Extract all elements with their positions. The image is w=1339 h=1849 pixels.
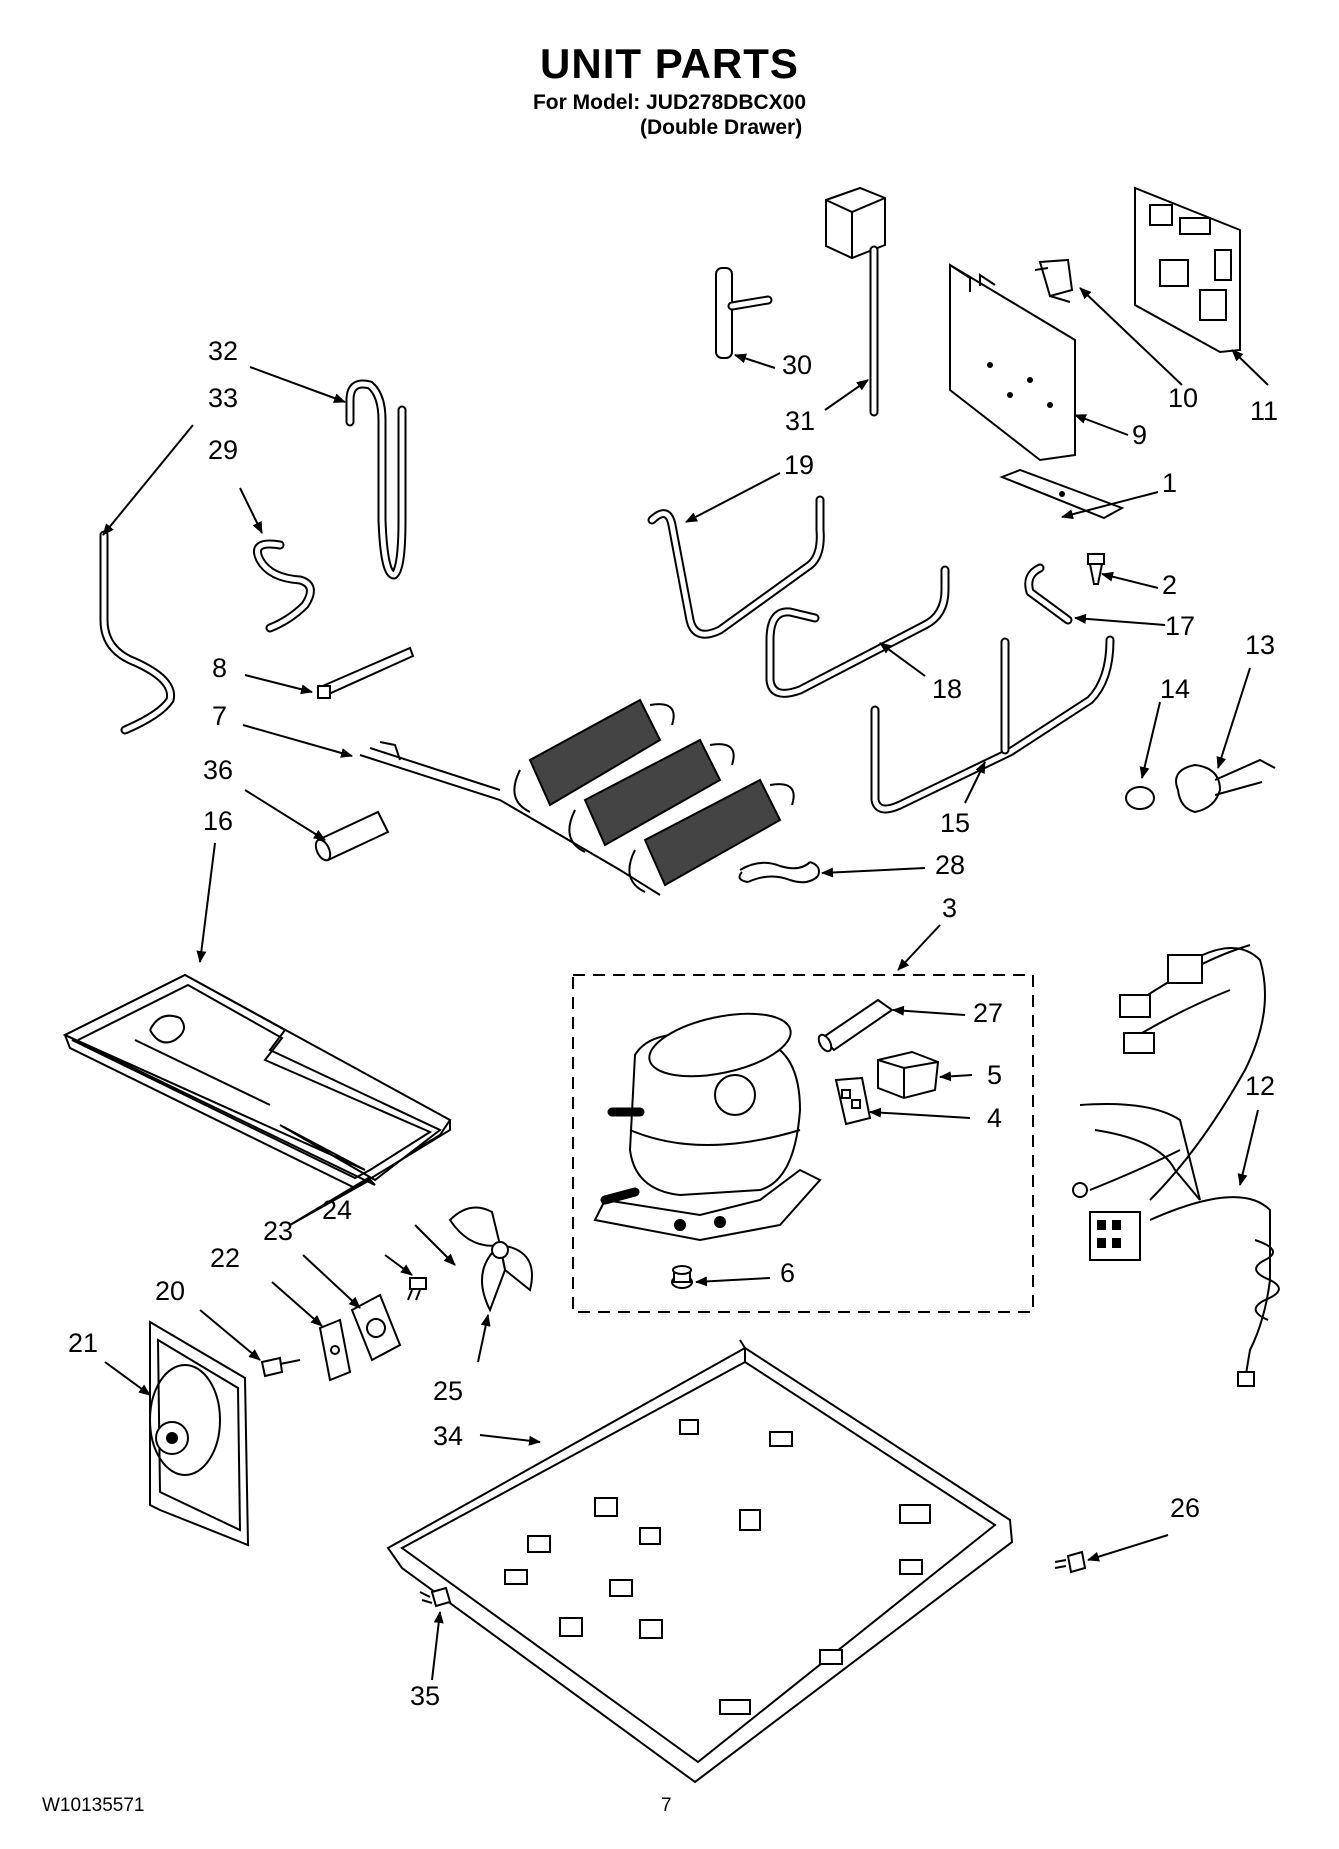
callout-34: 34	[433, 1421, 464, 1451]
part-13-protector	[1175, 758, 1276, 814]
callout-17: 17	[1165, 611, 1196, 641]
part-27-drier	[817, 998, 894, 1053]
part-15-tube	[870, 635, 1115, 814]
compressor-assembly-box	[572, 974, 1034, 1313]
callout-9: 9	[1132, 420, 1148, 450]
callout-21: 21	[68, 1328, 99, 1358]
callout-5: 5	[987, 1060, 1003, 1090]
part-32-tube	[345, 379, 407, 580]
callout-26: 26	[1170, 1493, 1201, 1523]
callout-27: 27	[973, 998, 1004, 1028]
part-12-wire-harness	[1072, 944, 1280, 1387]
document-number: W10135571	[42, 1795, 145, 1816]
part-2-screw	[1087, 553, 1105, 585]
part-24-screw	[407, 1277, 427, 1301]
callout-35: 35	[410, 1681, 441, 1711]
model-line: For Model: JUD278DBCX00	[532, 91, 807, 114]
callout-30: 30	[782, 350, 813, 380]
callout-7: 7	[212, 701, 228, 731]
part-21-fan-motor	[149, 1320, 250, 1547]
part-14-button	[1125, 786, 1155, 810]
part-35-screw	[419, 1586, 452, 1608]
callout-4: 4	[987, 1103, 1003, 1133]
callout-11: 11	[1250, 396, 1279, 426]
callout-33: 33	[208, 383, 239, 413]
part-23-bracket	[350, 1293, 402, 1362]
callout-12: 12	[1245, 1071, 1276, 1101]
part-28-clip	[738, 861, 820, 884]
callout-23: 23	[263, 1216, 294, 1246]
part-36-sleeve	[314, 810, 390, 862]
leader-lines	[102, 287, 1269, 1681]
part-30-valve	[715, 267, 773, 359]
callout-10: 10	[1168, 383, 1199, 413]
part-5-relay-cover	[877, 1050, 940, 1100]
page-number: 7	[661, 1795, 672, 1816]
callout-3: 3	[942, 893, 958, 923]
part-10-connector	[1034, 258, 1074, 303]
part-17-tube	[1024, 563, 1073, 625]
part-7-condenser	[359, 698, 795, 896]
part-4-relay	[834, 1076, 872, 1126]
callout-20: 20	[155, 1276, 186, 1306]
part-20-screw	[260, 1356, 301, 1378]
callout-28: 28	[935, 850, 966, 880]
part-34-base-frame	[386, 1339, 1014, 1784]
part-33-tube	[99, 530, 176, 735]
variant-label: (Double Drawer)	[640, 116, 803, 139]
part-16-drain-pan	[62, 973, 452, 1226]
part-9-bracket	[949, 263, 1076, 462]
callout-13: 13	[1245, 630, 1276, 660]
part-19-tube	[647, 495, 825, 639]
callout-19: 19	[784, 450, 815, 480]
part-1-plate	[999, 468, 1125, 520]
callout-24: 24	[322, 1195, 353, 1225]
callout-25: 25	[433, 1376, 464, 1406]
callout-36: 36	[203, 755, 234, 785]
part-22-plate	[318, 1318, 352, 1382]
callout-22: 22	[210, 1243, 241, 1273]
callout-2: 2	[1162, 570, 1178, 600]
callout-14: 14	[1160, 674, 1191, 704]
part-6-grommet	[671, 1265, 693, 1289]
callout-18: 18	[932, 674, 963, 704]
callout-32: 32	[208, 336, 239, 366]
callout-6: 6	[780, 1258, 796, 1288]
part-26-screw	[1054, 1550, 1087, 1574]
part-8-cable-tie	[316, 646, 415, 699]
callout-8: 8	[212, 653, 228, 683]
callout-1: 1	[1162, 468, 1178, 498]
callout-15: 15	[940, 808, 971, 838]
part-11-control-board	[1134, 186, 1241, 354]
part-25-fan-blade	[448, 1206, 533, 1313]
part-29-tube	[253, 539, 315, 633]
part-18-tube	[765, 565, 950, 698]
callout-31: 31	[785, 406, 816, 436]
part-3-compressor	[593, 1012, 822, 1242]
callout-16: 16	[203, 806, 234, 836]
part-31-solenoid	[825, 186, 886, 417]
callout-29: 29	[208, 435, 239, 465]
page-title: UNIT PARTS	[540, 40, 799, 87]
